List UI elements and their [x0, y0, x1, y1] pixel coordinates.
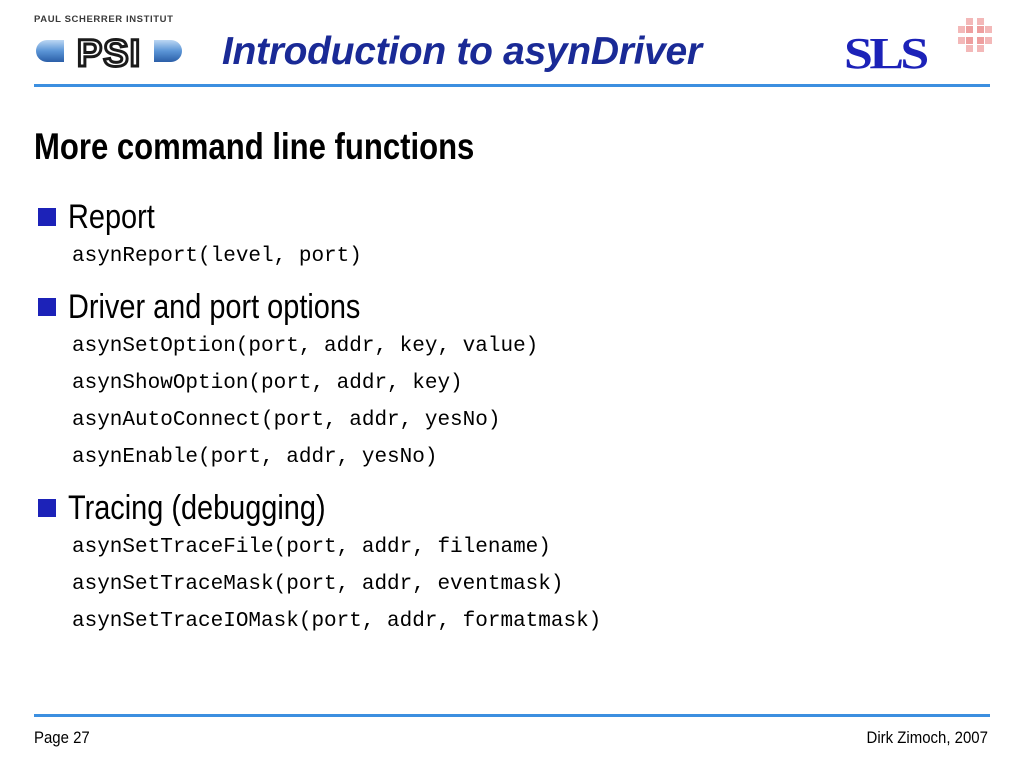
author-credit: Dirk Zimoch, 2007	[866, 728, 988, 747]
code-line: asynSetTraceFile(port, addr, filename)	[72, 536, 551, 559]
psi-logo-text: PAUL SCHERRER INSTITUT	[34, 14, 174, 25]
code-line: asynSetTraceMask(port, addr, eventmask)	[72, 573, 564, 596]
square-bullet-icon	[38, 298, 56, 316]
footer-divider	[34, 714, 990, 717]
code-line: asynReport(level, port)	[72, 245, 362, 268]
section-title: More command line functions	[34, 126, 475, 167]
psi-logo-icon: PSI	[36, 32, 182, 74]
square-bullet-icon	[38, 208, 56, 226]
page-title: Introduction to asynDriver	[222, 30, 702, 73]
psi-logo-mark: PSI	[77, 33, 141, 74]
code-line: asynSetTraceIOMask(port, addr, formatmas…	[72, 610, 602, 633]
bullet-label: Driver and port options	[68, 287, 361, 326]
sls-logo: SLS	[844, 18, 994, 78]
bullet-list: Report asynReport(level, port) Driver an…	[38, 196, 978, 640]
page-number: Page 27	[34, 728, 90, 747]
header-divider	[34, 84, 990, 87]
code-line: asynAutoConnect(port, addr, yesNo)	[72, 409, 501, 432]
bullet-item: Report asynReport(level, port)	[38, 196, 978, 275]
bullet-item: Driver and port options asynSetOption(po…	[38, 286, 978, 476]
bullet-item: Tracing (debugging) asynSetTraceFile(por…	[38, 487, 978, 640]
code-line: asynSetOption(port, addr, key, value)	[72, 335, 539, 358]
code-line: asynShowOption(port, addr, key)	[72, 372, 463, 395]
code-line: asynEnable(port, addr, yesNo)	[72, 446, 438, 469]
sls-grid-icon	[958, 18, 992, 52]
sls-logo-text: SLS	[844, 29, 929, 78]
psi-logo: PAUL SCHERRER INSTITUT PSI	[34, 14, 184, 74]
square-bullet-icon	[38, 499, 56, 517]
bullet-label: Tracing (debugging)	[68, 488, 326, 527]
bullet-label: Report	[68, 197, 155, 236]
